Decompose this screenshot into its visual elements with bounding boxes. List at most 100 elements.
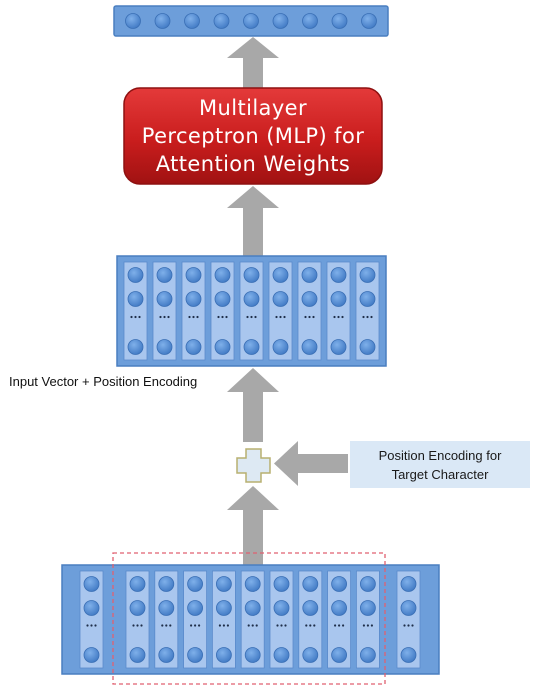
vector-node — [330, 339, 347, 355]
vector-node — [272, 291, 289, 307]
vector-node — [154, 13, 171, 29]
vector-column — [327, 570, 352, 669]
ellipsis-icon — [362, 624, 373, 627]
vector-node — [359, 647, 376, 663]
ellipsis-icon — [333, 315, 344, 319]
vector-node — [359, 291, 376, 307]
ellipsis-icon — [305, 624, 316, 627]
vector-column — [154, 570, 179, 669]
vector-node — [400, 647, 417, 663]
vector-node — [156, 291, 173, 307]
vector-node — [243, 339, 260, 355]
vector-column — [239, 261, 264, 361]
vector-node — [83, 576, 100, 592]
vector-node — [400, 576, 417, 592]
vector-column — [326, 261, 351, 361]
plus-icon — [236, 448, 271, 483]
vector-node — [156, 267, 173, 283]
arrow-posenc-to-plus — [274, 441, 348, 486]
ellipsis-icon — [188, 315, 199, 319]
vector-node — [187, 576, 204, 592]
vector-node — [359, 576, 376, 592]
ellipsis-icon — [304, 315, 315, 319]
vector-node — [273, 600, 290, 616]
ellipsis-icon — [132, 624, 143, 627]
vector-column — [210, 261, 235, 361]
vector-node — [158, 647, 175, 663]
vector-node — [187, 600, 204, 616]
vector-column — [269, 570, 294, 669]
input-matrix — [116, 255, 387, 367]
vector-node — [156, 339, 173, 355]
vector-node — [331, 576, 348, 592]
vector-column — [125, 570, 150, 669]
vector-node — [129, 600, 146, 616]
vector-node — [272, 339, 289, 355]
ellipsis-icon — [159, 315, 170, 319]
sequence-matrix — [61, 564, 440, 675]
vector-node — [185, 267, 202, 283]
vector-node — [331, 647, 348, 663]
vector-node — [301, 267, 318, 283]
ellipsis-icon — [86, 624, 97, 627]
vector-column — [268, 261, 293, 361]
vector-column — [183, 570, 208, 669]
position-encoding-box — [350, 441, 530, 488]
vector-column — [240, 570, 265, 669]
ellipsis-icon — [217, 315, 228, 319]
vector-column — [298, 570, 323, 669]
vector-node — [184, 13, 200, 29]
ellipsis-icon — [247, 624, 258, 627]
vector-node — [302, 600, 319, 616]
vector-node — [215, 576, 232, 592]
vector-node — [83, 600, 100, 616]
vector-column — [211, 570, 236, 669]
input-vector-label: Input Vector + Position Encoding — [9, 374, 198, 389]
vector-node — [330, 267, 347, 283]
mlp-label: Multilayer Perceptron (MLP) for Attentio… — [141, 96, 365, 176]
ellipsis-icon — [218, 624, 229, 627]
vector-node — [302, 13, 318, 29]
vector-node — [272, 13, 289, 29]
vector-node — [158, 576, 175, 592]
vector-node — [272, 267, 289, 283]
vector-node — [331, 13, 348, 29]
vector-node — [215, 600, 232, 616]
vector-node — [129, 576, 146, 592]
vector-node — [243, 267, 260, 283]
arrow-mlp-to-output — [227, 37, 279, 88]
mlp-box — [123, 87, 383, 185]
vector-node — [129, 647, 146, 663]
vector-node — [359, 339, 376, 355]
vector-node — [361, 13, 377, 29]
vector-node — [302, 576, 319, 592]
arrow-matrix-to-mlp — [227, 186, 279, 256]
vector-column — [181, 261, 206, 361]
vector-node — [187, 647, 204, 663]
vector-node — [214, 291, 231, 307]
vector-column — [152, 261, 177, 361]
vector-node — [273, 576, 290, 592]
ellipsis-icon — [275, 315, 286, 319]
ellipsis-icon — [276, 624, 287, 627]
vector-node — [125, 13, 141, 29]
ellipsis-icon — [362, 315, 373, 319]
vector-column — [79, 570, 104, 669]
vector-node — [127, 291, 144, 307]
arrow-bottom-to-plus — [227, 486, 279, 565]
vector-column — [396, 570, 421, 669]
vector-node — [359, 600, 376, 616]
vector-node — [127, 339, 144, 355]
vector-node — [185, 339, 202, 355]
vector-node — [273, 647, 290, 663]
vector-node — [243, 13, 259, 29]
vector-node — [158, 600, 175, 616]
vector-node — [83, 647, 100, 663]
vector-column — [297, 261, 322, 361]
output-vector — [113, 5, 389, 37]
ellipsis-icon — [190, 624, 201, 627]
vector-node — [127, 267, 144, 283]
vector-node — [244, 576, 261, 592]
vector-node — [214, 339, 231, 355]
vector-node — [185, 291, 202, 307]
